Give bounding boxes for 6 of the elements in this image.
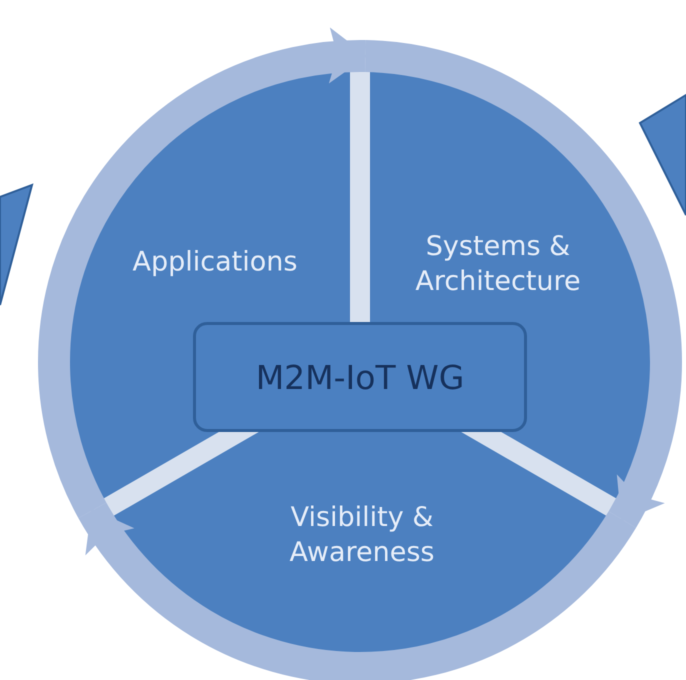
cycle-arrow bbox=[78, 502, 636, 680]
center-box bbox=[193, 322, 527, 432]
sector-label: Applications bbox=[132, 245, 298, 280]
sector-label: Systems & Architecture bbox=[414, 230, 582, 299]
sector-label: Visibility & Awareness bbox=[288, 500, 436, 570]
center-label: M2M-IoT WG bbox=[256, 358, 464, 396]
